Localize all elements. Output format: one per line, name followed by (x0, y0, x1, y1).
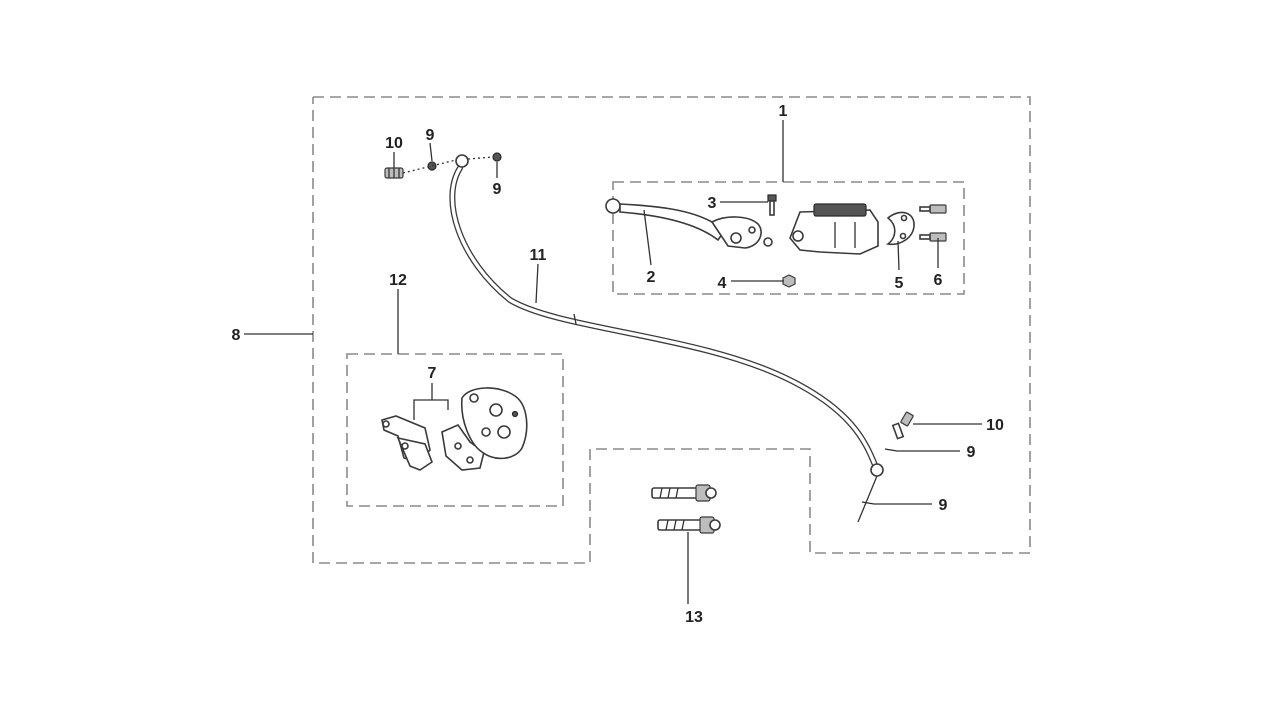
callout-10a: 10 (385, 135, 403, 152)
clamp-bolts (919, 204, 947, 242)
washer-top-left (427, 161, 437, 171)
brake-lever (605, 198, 762, 249)
brake-caliper (460, 387, 528, 460)
lever-pivot-bolt (767, 194, 777, 216)
handlebar-clamp (886, 211, 915, 246)
callout-12: 12 (389, 272, 407, 289)
lever-pivot-nut (782, 274, 796, 288)
callout-9d: 9 (939, 497, 948, 514)
callout-5: 5 (895, 275, 904, 292)
callout-10b: 10 (986, 417, 1004, 434)
pad-spring-plate (441, 424, 485, 471)
callout-9c: 9 (967, 444, 976, 461)
callout-7: 7 (428, 365, 437, 382)
washer-top-right (492, 152, 502, 162)
callout-1: 1 (779, 103, 788, 120)
washer-bottom-lower (861, 501, 875, 505)
leader-5 (897, 240, 900, 271)
callout-9a: 9 (426, 127, 435, 144)
brake-pads (381, 415, 433, 471)
leader-9a (429, 142, 433, 162)
callout-8: 8 (232, 327, 241, 344)
caliper-mounting-bolt-upper (651, 484, 717, 502)
banjo-bolt-bottom (891, 411, 914, 440)
caliper-group-boundary (346, 353, 564, 507)
master-cylinder-group-boundary (612, 181, 965, 295)
master-cylinder-body (763, 203, 879, 255)
leader-7 (413, 399, 449, 420)
washer-bottom-upper (884, 448, 898, 452)
callout-11: 11 (530, 247, 547, 264)
brake-hose (449, 154, 884, 523)
callout-2: 2 (647, 269, 656, 286)
banjo-bolt-top (384, 167, 404, 179)
caliper-mounting-bolt-lower (657, 516, 721, 534)
assembly-8-boundary (312, 96, 1031, 564)
callout-9b: 9 (493, 181, 502, 198)
callout-4: 4 (718, 275, 727, 292)
leader-11 (535, 263, 539, 304)
callout-3: 3 (708, 195, 717, 212)
callout-6: 6 (934, 272, 943, 289)
callout-13: 13 (685, 609, 703, 626)
leader-2 (643, 209, 652, 266)
